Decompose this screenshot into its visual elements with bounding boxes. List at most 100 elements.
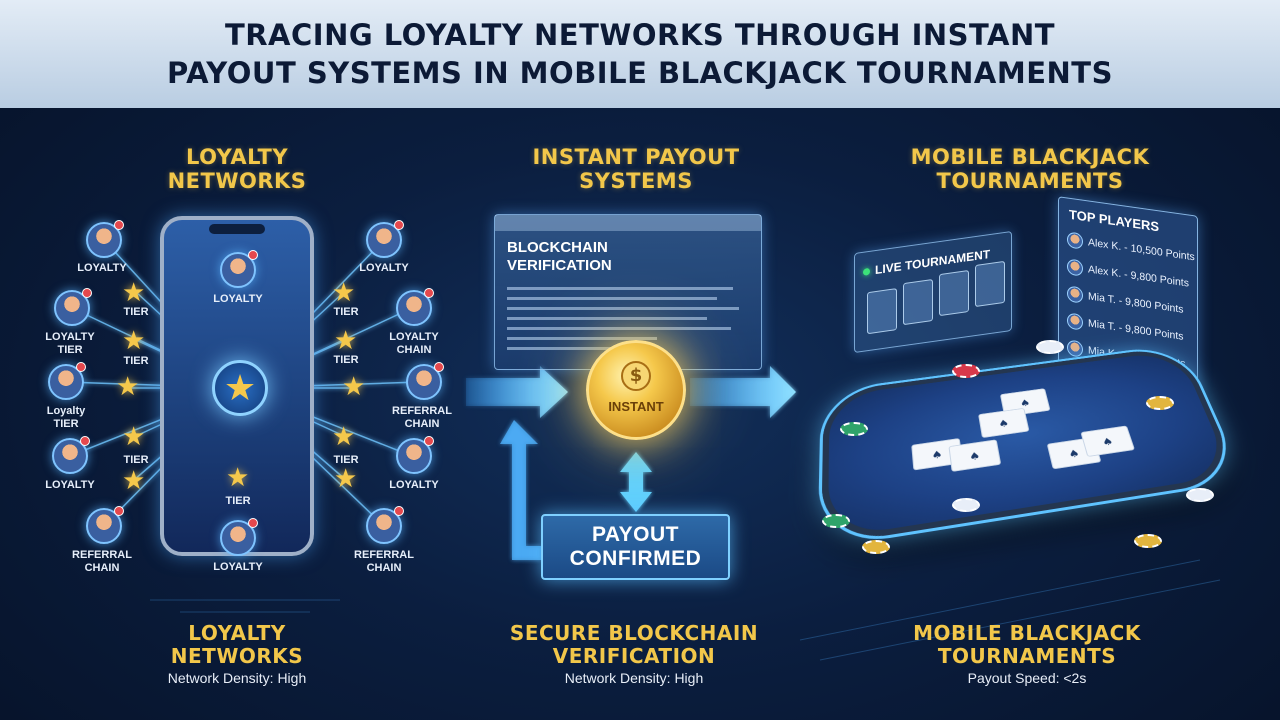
notification-badge	[394, 220, 404, 230]
left-node-label-line: LOYALTY	[30, 331, 110, 344]
player-entry: Alex K. - 9,800 Points	[1088, 263, 1189, 289]
avatar-icon	[1067, 339, 1083, 357]
right-node-label-line: LOYALTY	[344, 262, 424, 275]
right-bottom-sub: Payout Speed: <2s	[882, 670, 1172, 686]
chip-icon	[840, 422, 868, 436]
middle-bottom-sub: Network Density: High	[494, 670, 774, 686]
left-bottom-line: NETWORKS	[117, 645, 357, 668]
avatar-icon	[366, 222, 402, 258]
right-bottom-line: MOBILE BLACKJACK	[882, 622, 1172, 645]
playing-card-icon	[867, 288, 897, 334]
phone-top-label: LOYALTY	[198, 293, 278, 306]
avatar-icon	[220, 520, 256, 556]
arrow-icon	[690, 366, 796, 418]
star-icon: ★	[334, 466, 357, 492]
chip-icon	[1186, 488, 1214, 502]
avatar-icon	[220, 252, 256, 288]
chip-icon	[1146, 396, 1174, 410]
notification-badge	[114, 220, 124, 230]
star-icon: ★	[224, 368, 256, 409]
right-node-label: REFERRALCHAIN	[344, 549, 424, 575]
left-node-label-line: LOYALTY	[62, 262, 142, 275]
avatar-icon	[396, 290, 432, 326]
right-node-label: LOYALTYCHAIN	[374, 331, 454, 357]
star-icon: ★	[334, 328, 357, 354]
avatar-icon	[1067, 285, 1083, 303]
playing-card-icon	[903, 279, 933, 325]
panel-heading-line: VERIFICATION	[507, 257, 612, 275]
playing-card-icon	[975, 261, 1005, 307]
chip-icon	[1036, 340, 1064, 354]
star-icon: ★	[332, 280, 355, 306]
right-node-label-line: CHAIN	[344, 562, 424, 575]
dollar-icon: $	[621, 361, 651, 391]
phone-notch	[209, 224, 265, 234]
coin-label: INSTANT	[589, 399, 683, 414]
star-icon: ★	[332, 424, 355, 450]
avatar-icon	[52, 438, 88, 474]
left-star-label: TIER	[96, 306, 176, 319]
avatar-icon	[54, 290, 90, 326]
data-row	[507, 327, 731, 330]
avatar-icon	[48, 364, 84, 400]
left-node-label-line: REFERRAL	[62, 549, 142, 562]
left-node-label-line: LOYALTY	[30, 479, 110, 492]
right-node-label-line: CHAIN	[374, 344, 454, 357]
arrow-icon	[620, 452, 652, 512]
middle-bottom-line: SECURE BLOCKCHAIN	[494, 622, 774, 645]
right-node-label-line: REFERRAL	[382, 405, 462, 418]
left-node-label-line: Loyalty	[26, 405, 106, 418]
arrow-icon	[466, 366, 568, 418]
notification-badge	[80, 436, 90, 446]
star-icon: ★	[122, 328, 145, 354]
chip-icon	[862, 540, 890, 554]
notification-badge	[114, 506, 124, 516]
panel-heading: BLOCKCHAIN VERIFICATION	[507, 239, 612, 275]
avatar-icon	[396, 438, 432, 474]
avatar-icon	[1067, 312, 1083, 330]
middle-bottom-line: VERIFICATION	[494, 645, 774, 668]
left-bottom-sub: Network Density: High	[117, 670, 357, 686]
notification-badge	[76, 362, 86, 372]
live-label-text: LIVE TOURNAMENT	[875, 247, 990, 277]
notification-badge	[424, 288, 434, 298]
right-node-label-line: CHAIN	[382, 418, 462, 431]
left-node-label-line: CHAIN	[62, 562, 142, 575]
phone-bottom-avatar-label: LOYALTY	[198, 561, 278, 574]
notification-badge	[434, 362, 444, 372]
star-icon: ★	[122, 280, 145, 306]
avatar-icon	[366, 508, 402, 544]
right-star-label: TIER	[306, 306, 386, 319]
chip-icon	[822, 514, 850, 528]
phone-bottom-label: TIER	[198, 495, 278, 508]
live-tournament-label: LIVE TOURNAMENT	[863, 247, 990, 279]
panel-topbar	[495, 215, 761, 231]
notification-badge	[248, 518, 258, 528]
payout-confirmed-box: PAYOUT CONFIRMED	[541, 514, 730, 580]
left-node-label: LoyaltyTIER	[26, 405, 106, 431]
star-icon: ★	[226, 465, 249, 491]
live-indicator-icon	[863, 268, 870, 276]
right-node-label-line: LOYALTY	[374, 479, 454, 492]
chip-icon	[1134, 534, 1162, 548]
left-node-label: LOYALTY	[62, 262, 142, 275]
star-icon: ★	[122, 468, 145, 494]
avatar-icon	[1067, 231, 1083, 249]
data-row	[507, 297, 717, 300]
playing-card-icon	[939, 270, 969, 316]
star-icon: ★	[116, 374, 139, 400]
left-bottom-line: LOYALTY	[117, 622, 357, 645]
avatar-icon	[86, 222, 122, 258]
right-node-label: LOYALTY	[344, 262, 424, 275]
playing-card-icon: ♠	[978, 408, 1029, 438]
left-node-label: LOYALTYTIER	[30, 331, 110, 357]
right-node-label-line: REFERRAL	[344, 549, 424, 562]
notification-badge	[82, 288, 92, 298]
left-node-label: LOYALTY	[30, 479, 110, 492]
right-bottom-line: TOURNAMENTS	[882, 645, 1172, 668]
star-icon: ★	[122, 424, 145, 450]
notification-badge	[248, 250, 258, 260]
data-row	[507, 307, 739, 310]
right-bottom-title: MOBILE BLACKJACK TOURNAMENTS	[882, 622, 1172, 668]
notification-badge	[394, 506, 404, 516]
